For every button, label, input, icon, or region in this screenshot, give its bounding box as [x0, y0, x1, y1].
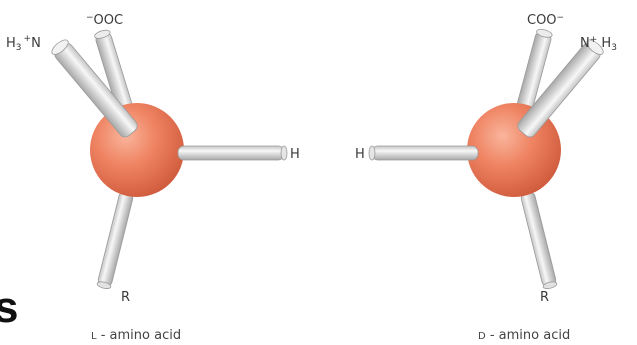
d-h-bond	[368, 145, 479, 161]
l-amine-superscript: +	[24, 34, 32, 44]
l-carboxyl-label: −OOC	[86, 13, 123, 28]
d-amine-subscript: 3	[611, 43, 617, 53]
l-amine-subscript: 3	[16, 43, 22, 53]
l-amino-acid-molecule: H3+N −OOC H R L - amino acid	[6, 13, 300, 343]
d-caption-prefix: D	[478, 331, 486, 342]
l-amine-h: H	[6, 36, 16, 51]
d-amine-bond	[517, 39, 604, 138]
d-amine-superscript: +	[590, 35, 598, 45]
l-r-bond	[96, 191, 134, 289]
l-h-label: H	[290, 147, 300, 162]
edge-text-fragment: s	[0, 283, 18, 332]
d-amine-n: N	[580, 36, 590, 51]
l-h-bond	[177, 145, 288, 161]
d-carboxyl-text: COO	[527, 13, 557, 28]
l-amino-acid-caption: L - amino acid	[91, 328, 181, 343]
l-amine-n: N	[31, 36, 41, 51]
l-r-label: R	[121, 290, 130, 305]
l-carboxyl-superscript: −	[86, 13, 94, 23]
l-amine-bond	[51, 39, 138, 138]
d-amine-h: H	[597, 36, 611, 51]
l-caption-prefix: L	[91, 331, 97, 342]
l-caption-rest: - amino acid	[97, 328, 182, 343]
d-r-label: R	[540, 290, 549, 305]
d-h-label: H	[355, 147, 365, 162]
d-amine-label: N+ H3	[580, 35, 617, 53]
l-amine-label: H3+N	[6, 34, 41, 53]
d-carboxyl-superscript: −	[557, 13, 565, 23]
d-caption-rest: - amino acid	[486, 328, 571, 343]
d-carboxyl-label: COO−	[527, 13, 564, 28]
d-amino-acid-molecule: COO− N+ H3 H R D - amino acid	[355, 13, 617, 343]
l-carboxyl-text: OOC	[94, 13, 124, 28]
d-r-bond	[520, 191, 558, 289]
l-central-carbon-atom	[90, 103, 184, 197]
d-amino-acid-caption: D - amino acid	[478, 328, 570, 343]
